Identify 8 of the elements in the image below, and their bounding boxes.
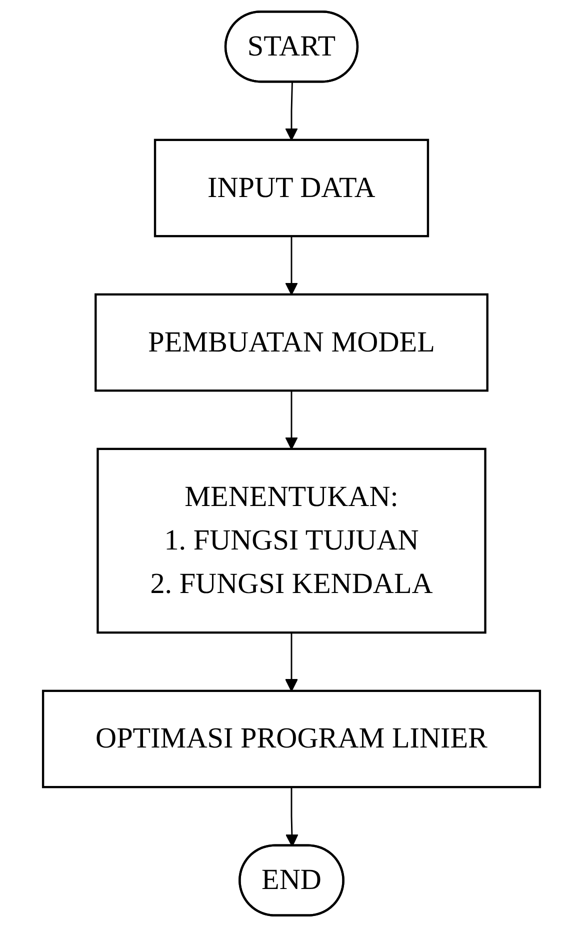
- node-box: INPUT DATA: [154, 138, 430, 238]
- node-box: OPTIMASI PROGRAM LINIER: [42, 690, 542, 788]
- node-box: MENENTUKAN: 1. FUNGSI TUJUAN 2. FUNGSI KENDALA: [96, 448, 486, 634]
- arrow: [285, 82, 298, 140]
- arrow: [285, 632, 298, 692]
- arrow: [285, 236, 298, 295]
- arrow: [285, 390, 298, 450]
- node-box: PEMBUATAN MODEL: [94, 293, 488, 392]
